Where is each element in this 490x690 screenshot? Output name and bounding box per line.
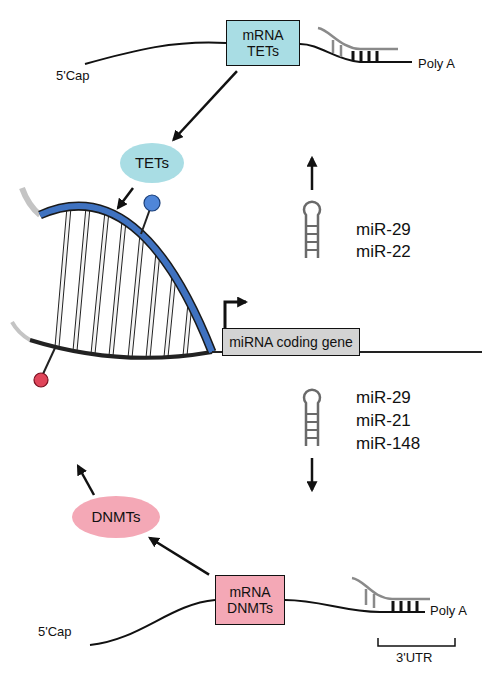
base-pair: [365, 589, 368, 605]
methyl-stick: [43, 348, 55, 374]
base-pair: [392, 601, 395, 611]
dna-strand-outline: [40, 206, 212, 352]
promoter-arrow: [225, 302, 246, 328]
dna-fade: [22, 188, 40, 215]
ellipse-shape: [72, 496, 160, 538]
mirna-strand: [352, 578, 430, 599]
dna-fade: [12, 322, 30, 340]
node-text: mRNA TETs: [231, 27, 295, 59]
base-pair: [340, 45, 343, 57]
dna-strand: [40, 206, 212, 352]
methyl-stick: [141, 209, 150, 234]
utr-bracket: [378, 638, 455, 646]
connector-arrow: [150, 538, 209, 575]
dna-strand: [30, 340, 212, 358]
enzyme-arrow: [118, 188, 133, 208]
base-pair: [416, 601, 419, 611]
base-pair: [368, 51, 371, 61]
inhibition-arrow: [311, 458, 314, 490]
polya-label: Poly A: [430, 603, 467, 619]
mrna-box: mRNA TETs: [226, 20, 300, 66]
mirna-label: miR-21: [356, 411, 411, 431]
hairpin-stem: [304, 202, 320, 258]
rung-fill: [57, 207, 190, 358]
connector-arrow: [173, 71, 236, 140]
mirna-label: miR-22: [356, 242, 411, 262]
mirna-strand: [318, 28, 398, 49]
cap-label: 5'Cap: [38, 624, 72, 640]
mirna-hairpin: [304, 202, 320, 258]
hairpin-pairs: [306, 226, 318, 250]
dna-helix: [12, 188, 212, 387]
effect-arrows: [78, 158, 312, 495]
node-text: TETs: [135, 154, 169, 171]
gene-box: miRNA coding gene: [222, 328, 360, 356]
base-pair: [373, 594, 376, 608]
mirna-label: miR-29: [356, 220, 411, 240]
mirna-label: miR-29: [356, 388, 411, 408]
dna-rungs: [57, 207, 190, 358]
mrna-box: mRNA DNMTs: [215, 575, 285, 625]
base-pair: [332, 40, 335, 53]
base-pair: [360, 51, 363, 61]
node-text: DNMTs: [91, 508, 140, 525]
node-text: miRNA coding gene: [229, 334, 353, 350]
enzyme-ellipse: DNMTs: [71, 495, 161, 539]
mirna-label: miR-148: [356, 434, 420, 454]
base-pair: [408, 601, 411, 611]
enzyme-arrow: [78, 466, 94, 495]
hydroxymethyl-mark: [144, 195, 160, 211]
mrna-5prime-tail: [85, 42, 226, 64]
inhibition-arrow: [311, 158, 314, 190]
mirna-hairpin: [304, 390, 320, 446]
enzyme-ellipse: TETs: [119, 142, 185, 184]
polya-label: Poly A: [418, 56, 455, 72]
cap-label: 5'Cap: [56, 68, 90, 84]
base-pair: [352, 51, 355, 61]
utr-label: 3'UTR: [396, 650, 432, 666]
node-text: mRNA DNMTs: [220, 584, 280, 616]
methyl-mark: [34, 373, 48, 387]
rung-outline: [57, 207, 190, 358]
base-pair: [400, 601, 403, 611]
mrna-3prime-tail: [285, 600, 425, 612]
ellipse-shape: [120, 143, 184, 183]
base-pair: [376, 51, 379, 61]
mrna-3prime-tail: [300, 44, 412, 62]
hairpin-stem: [304, 390, 320, 446]
hairpin-pairs: [306, 414, 318, 438]
mrna-5prime-tail: [90, 600, 215, 645]
